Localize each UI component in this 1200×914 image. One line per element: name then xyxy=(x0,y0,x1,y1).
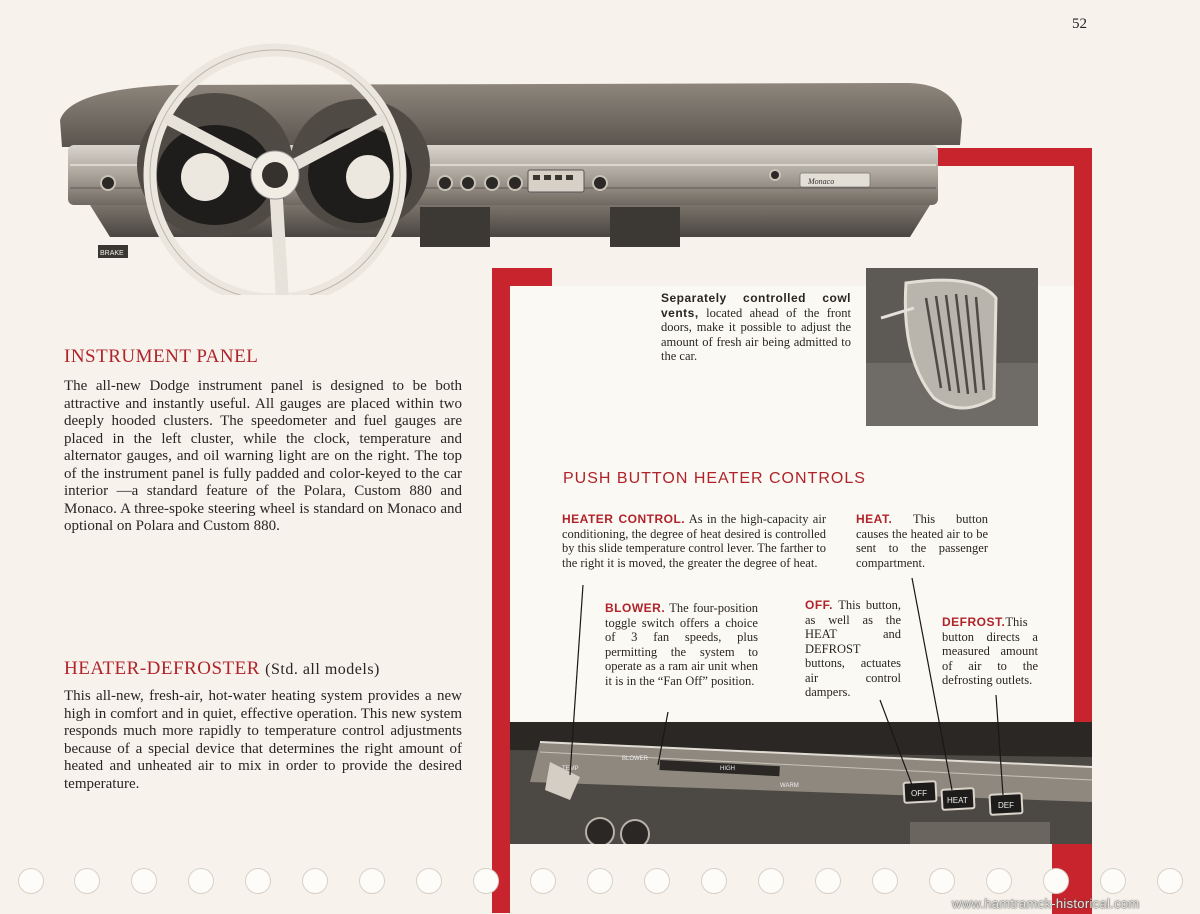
binder-hole xyxy=(644,868,670,894)
binder-hole xyxy=(1100,868,1126,894)
binder-hole xyxy=(929,868,955,894)
heater-defroster-title-text: HEATER-DEFROSTER xyxy=(64,658,260,679)
binder-hole xyxy=(473,868,499,894)
heater-control-body: As in the high-capacity air conditioning… xyxy=(562,512,826,570)
binder-hole xyxy=(245,868,271,894)
binder-hole xyxy=(131,868,157,894)
blower-caption: BLOWER. The four-position toggle switch … xyxy=(605,601,758,688)
binder-hole xyxy=(701,868,727,894)
blower-lead: BLOWER. xyxy=(605,601,666,615)
cowl-vents-lead: Separately controlled cowl vents, xyxy=(661,291,851,320)
binder-hole xyxy=(587,868,613,894)
cowl-vents-caption: Separately controlled cowl vents, locate… xyxy=(661,291,851,364)
binder-hole xyxy=(872,868,898,894)
page-number: 52 xyxy=(1072,16,1087,32)
heater-defroster-subtitle: (Std. all models) xyxy=(265,661,380,678)
off-button-label: OFF xyxy=(911,789,927,798)
cowl-vents-body: located ahead of the front doors, make i… xyxy=(661,305,851,364)
binder-hole xyxy=(986,868,1012,894)
dashboard-photo: Monaco BRAKE xyxy=(60,43,962,295)
heat-body: This button causes the heated air to be … xyxy=(856,512,988,570)
heater-defroster-body: This all-new, fresh-air, hot-water heati… xyxy=(64,688,462,792)
red-frame-left xyxy=(492,268,510,913)
off-body: This button, as well as the HEAT and DEF… xyxy=(805,598,901,699)
defrost-body: This button directs a measured amount of… xyxy=(942,615,1038,687)
binder-hole xyxy=(188,868,214,894)
heater-controls-photo: TEMP BLOWER HIGH WARM OFF HEAT DEF xyxy=(510,722,1092,844)
warm-label: WARM xyxy=(780,783,799,789)
blower-label: BLOWER xyxy=(622,756,649,762)
cowl-vent-photo xyxy=(866,268,1038,426)
defrost-caption: DEFROST.This button directs a measured a… xyxy=(942,615,1038,688)
binder-hole xyxy=(18,868,44,894)
red-frame-top xyxy=(930,148,1092,166)
red-frame-right xyxy=(1074,148,1092,728)
red-frame-top-left xyxy=(492,268,552,286)
off-caption: OFF. This button, as well as the HEAT an… xyxy=(805,598,901,700)
brake-label: BRAKE xyxy=(100,250,124,257)
def-button-label: DEF xyxy=(998,801,1014,810)
binder-hole xyxy=(359,868,385,894)
push-button-title: PUSH BUTTON HEATER CONTROLS xyxy=(563,470,866,487)
instrument-panel-title: INSTRUMENT PANEL xyxy=(64,346,259,367)
heat-button-label: HEAT xyxy=(947,796,968,805)
binder-hole xyxy=(815,868,841,894)
watermark: www.hamtramck-historical.com xyxy=(952,896,1140,911)
binder-hole xyxy=(74,868,100,894)
blower-body: The four-position toggle switch offers a… xyxy=(605,601,758,688)
binder-holes xyxy=(0,868,1200,898)
heat-lead: HEAT. xyxy=(856,512,893,526)
heater-control-caption: HEATER CONTROL. As in the high-capacity … xyxy=(562,512,826,570)
binder-hole xyxy=(1157,868,1183,894)
monaco-badge: Monaco xyxy=(807,177,834,186)
heater-control-lead: HEATER CONTROL. xyxy=(562,512,686,526)
binder-hole xyxy=(1043,868,1069,894)
heater-defroster-title: HEATER-DEFROSTER (Std. all models) xyxy=(64,658,380,680)
binder-hole xyxy=(758,868,784,894)
instrument-panel-body: The all-new Dodge instrument panel is de… xyxy=(64,378,462,534)
high-label: HIGH xyxy=(720,766,735,772)
binder-hole xyxy=(416,868,442,894)
binder-hole xyxy=(302,868,328,894)
off-lead: OFF. xyxy=(805,598,833,612)
defrost-lead: DEFROST. xyxy=(942,615,1006,629)
binder-hole xyxy=(530,868,556,894)
heat-caption: HEAT. This button causes the heated air … xyxy=(856,512,988,570)
